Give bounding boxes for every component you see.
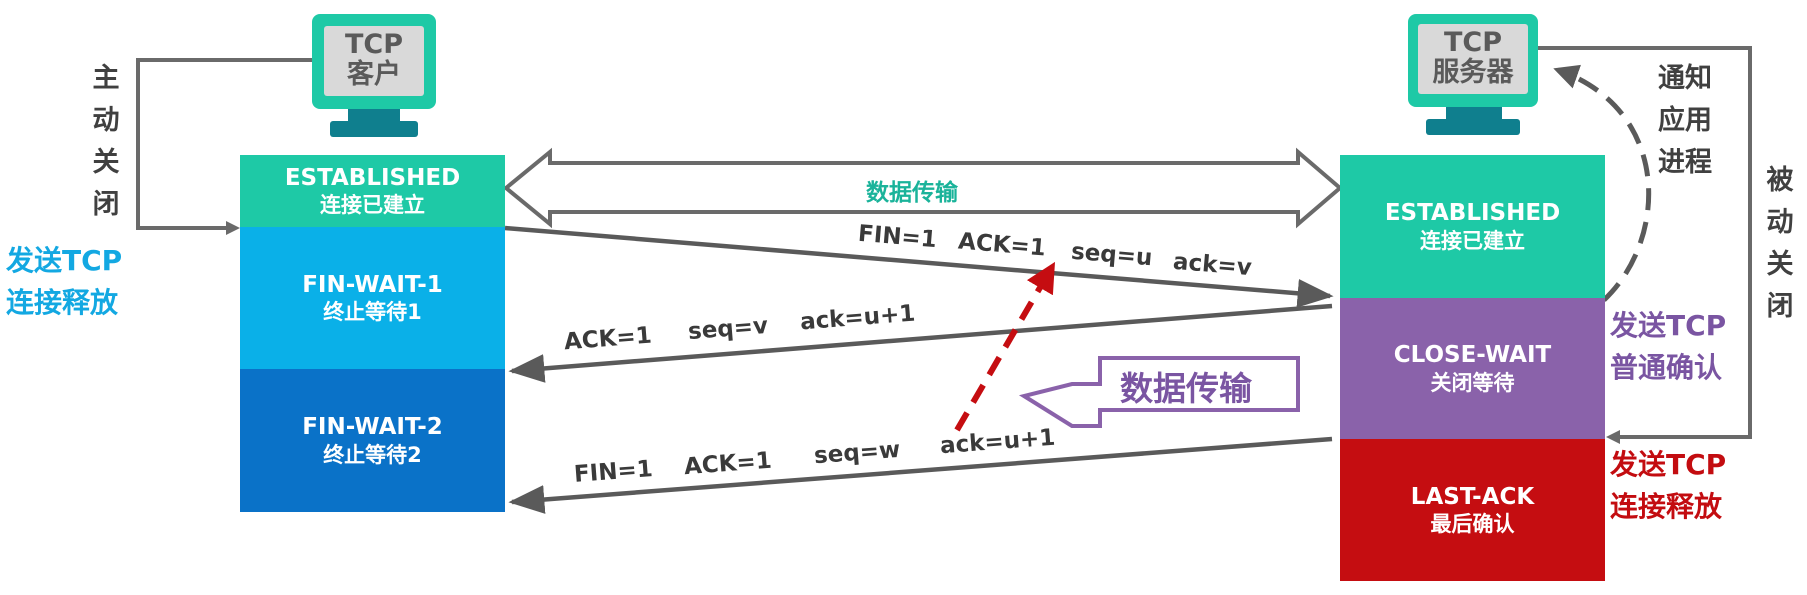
client-established-zh: 连接已建立	[320, 193, 425, 218]
passive-close-char-3: 关	[1766, 249, 1794, 280]
fin-wait-1-zh: 终止等待1	[323, 300, 422, 325]
server-send-release-label: 发送TCP 连接释放	[1610, 444, 1726, 528]
client-established-en: ESTABLISHED	[284, 164, 461, 191]
seg1-arrow	[504, 225, 1334, 308]
passive-close-char-4: 闭	[1766, 291, 1794, 322]
fin-wait-2-zh: 终止等待2	[323, 442, 422, 467]
close-wait-zh: 关闭等待	[1430, 370, 1515, 395]
data-transfer-callout-label: 数据传输	[1120, 369, 1252, 408]
server-state-close-wait: CLOSE-WAIT 关闭等待	[1340, 298, 1605, 439]
client-label: TCP 客户	[325, 30, 423, 90]
notify-app-label: 通知 应用 进程	[1650, 58, 1720, 184]
active-close-char-1: 主	[92, 63, 120, 94]
server-send-release-line-1: 发送TCP	[1610, 448, 1727, 481]
active-close-arrowhead	[226, 221, 240, 235]
client-state-fin-wait-2: FIN-WAIT-2 终止等待2	[240, 369, 505, 512]
seg3-arrow	[508, 436, 1333, 514]
seg2-arrow	[508, 303, 1333, 383]
client-label-line1: TCP	[344, 29, 404, 60]
client-send-release-line-1: 发送TCP	[6, 244, 123, 277]
active-close-label: 主 动 关 闭	[91, 58, 121, 226]
notify-app-line-1: 通知	[1658, 63, 1712, 94]
client-label-line2: 客户	[347, 59, 401, 90]
notify-dashed-curve	[1553, 64, 1652, 302]
client-computer-icon	[312, 14, 436, 137]
server-send-ack-line-1: 发送TCP	[1610, 309, 1727, 342]
active-close-char-3: 关	[92, 147, 120, 178]
notify-app-line-3: 进程	[1658, 147, 1712, 178]
fin-wait-1-en: FIN-WAIT-1	[302, 271, 443, 298]
server-established-zh: 连接已建立	[1420, 228, 1525, 253]
server-send-ack-line-2: 普通确认	[1610, 351, 1723, 384]
passive-close-char-2: 动	[1766, 207, 1794, 238]
last-ack-en: LAST-ACK	[1410, 483, 1535, 510]
server-label: TCP 服务器	[1419, 28, 1527, 88]
active-close-char-2: 动	[92, 105, 120, 136]
notify-app-line-2: 应用	[1658, 105, 1712, 136]
server-computer-icon	[1408, 14, 1538, 135]
server-established-en: ESTABLISHED	[1384, 200, 1561, 226]
active-close-bracket	[136, 58, 312, 230]
server-label-line1: TCP	[1443, 27, 1503, 58]
server-label-line2: 服务器	[1432, 57, 1514, 88]
close-wait-en: CLOSE-WAIT	[1393, 342, 1552, 368]
client-state-established: ESTABLISHED 连接已建立	[240, 155, 505, 227]
data-transfer-top-label: 数据传输	[866, 180, 958, 206]
server-state-last-ack: LAST-ACK 最后确认	[1340, 439, 1605, 581]
server-send-ack-label: 发送TCP 普通确认	[1610, 305, 1726, 389]
client-send-release-label: 发送TCP 连接释放	[6, 240, 122, 324]
data-transfer-callout-arrow	[1018, 356, 1300, 428]
fin-wait-2-en: FIN-WAIT-2	[302, 414, 443, 440]
client-send-release-line-2: 连接释放	[6, 286, 119, 319]
client-state-fin-wait-1: FIN-WAIT-1 终止等待1	[240, 227, 505, 369]
passive-close-arrowhead	[1606, 430, 1620, 444]
last-ack-zh: 最后确认	[1430, 512, 1515, 537]
server-send-release-line-2: 连接释放	[1610, 490, 1723, 523]
passive-close-label: 被 动 关 闭	[1765, 160, 1795, 328]
active-close-char-4: 闭	[92, 189, 120, 220]
passive-close-bracket	[1538, 46, 1752, 439]
passive-close-char-1: 被	[1766, 165, 1794, 196]
server-state-established: ESTABLISHED 连接已建立	[1340, 155, 1605, 298]
